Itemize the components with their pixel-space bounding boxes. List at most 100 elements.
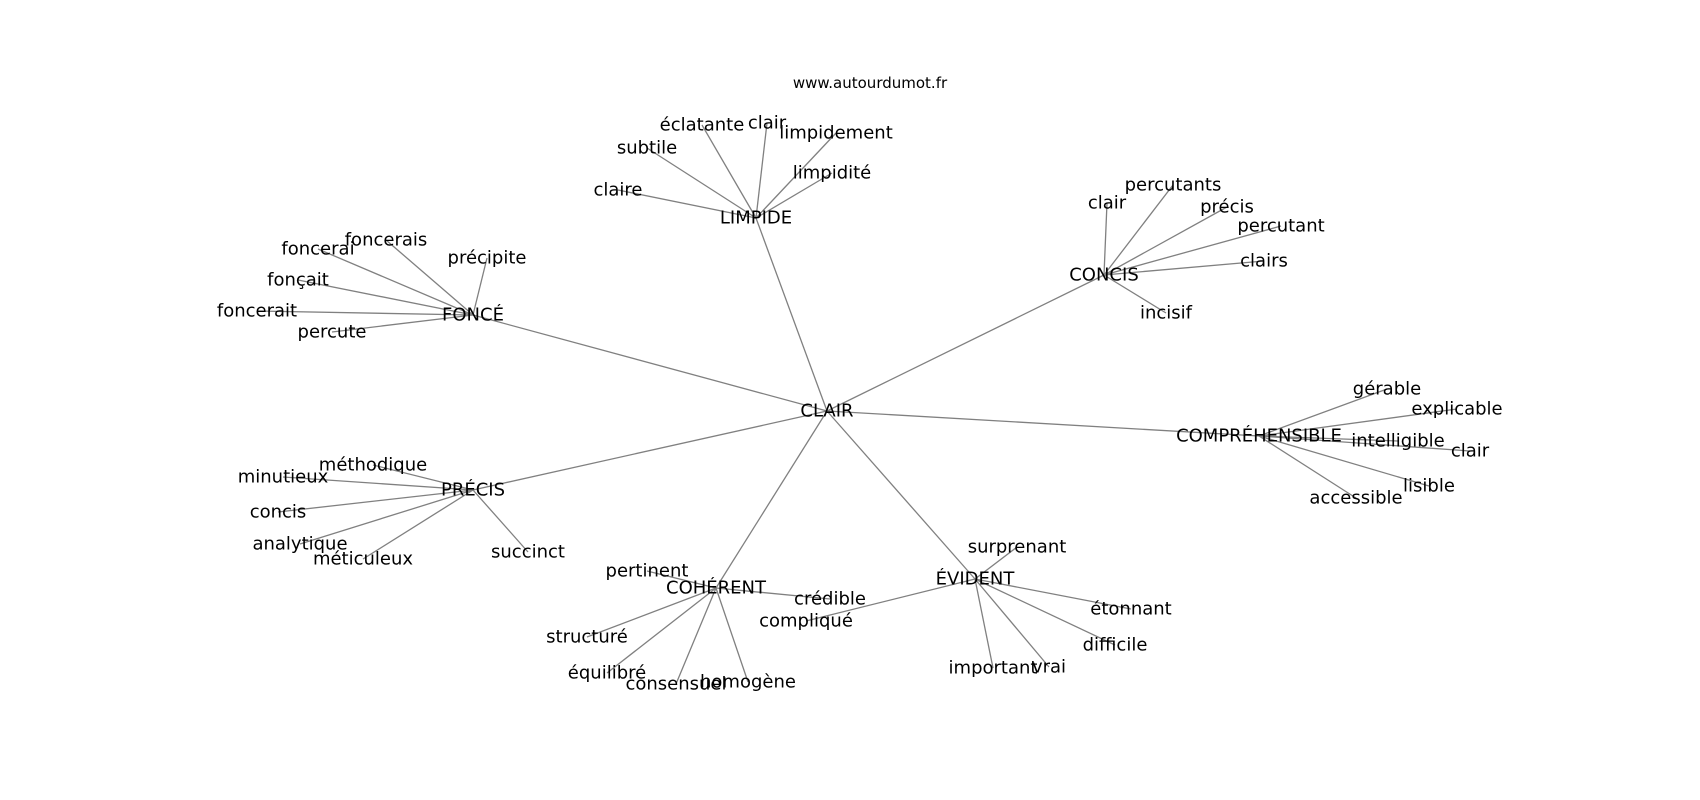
node-leaf[interactable]: éclatante — [660, 115, 745, 136]
node-leaf[interactable]: pertinent — [606, 561, 689, 582]
node-hub[interactable]: PRÉCIS — [441, 479, 505, 501]
node-leaf[interactable]: foncerait — [217, 301, 297, 322]
node-hub[interactable]: COHÉRENT — [666, 577, 767, 599]
edge-center-hub — [826, 410, 976, 580]
node-hub[interactable]: ÉVIDENT — [936, 568, 1016, 590]
edge-hub-leaf — [362, 489, 474, 560]
edge-hub-leaf — [472, 489, 529, 553]
node-leaf[interactable]: méthodique — [319, 455, 427, 476]
edges-layer — [256, 122, 1471, 685]
node-leaf[interactable]: fonçait — [267, 270, 329, 291]
node-leaf[interactable]: concis — [250, 502, 307, 523]
node-leaf[interactable]: percutants — [1125, 175, 1222, 196]
node-leaf[interactable]: subtile — [617, 138, 677, 159]
node-leaf[interactable]: percute — [298, 322, 367, 343]
node-leaf[interactable]: lisible — [1403, 476, 1455, 497]
edge-hub-leaf — [755, 122, 768, 219]
edge-center-hub — [715, 410, 828, 589]
edge-hub-leaf — [646, 570, 717, 589]
node-leaf[interactable]: méticuleux — [313, 549, 413, 570]
node-leaf[interactable]: compliqué — [759, 611, 853, 632]
edge-hub-leaf — [1103, 225, 1282, 276]
edge-hub-leaf — [1103, 274, 1167, 314]
node-leaf[interactable]: clair — [1451, 441, 1490, 462]
node-leaf[interactable]: explicable — [1411, 399, 1502, 420]
edge-hub-leaf — [472, 257, 488, 316]
edge-hub-leaf — [974, 578, 1116, 646]
node-leaf[interactable]: accessible — [1309, 488, 1402, 509]
edge-hub-leaf — [256, 310, 474, 316]
node-leaf[interactable]: crédible — [794, 589, 866, 610]
node-leaf[interactable]: précis — [1200, 197, 1254, 218]
node-leaf[interactable]: clairs — [1240, 251, 1288, 272]
node-leaf[interactable]: structuré — [546, 627, 628, 648]
edge-hub-leaf — [675, 587, 717, 685]
edge-hub-leaf — [755, 172, 833, 219]
node-leaf[interactable]: consensuel — [625, 674, 726, 695]
edge-center-hub — [826, 274, 1105, 412]
edge-hub-leaf — [331, 314, 474, 333]
node-leaf[interactable]: intelligible — [1351, 431, 1444, 452]
edge-hub-leaf — [606, 587, 717, 674]
node-leaf[interactable]: gérable — [1353, 379, 1421, 400]
edge-hub-leaf — [715, 587, 831, 600]
node-leaf[interactable]: claire — [593, 180, 642, 201]
edge-hub-leaf — [974, 578, 1050, 668]
node-leaf[interactable]: étonnant — [1090, 599, 1171, 620]
node-leaf[interactable]: précipite — [448, 248, 527, 269]
node-hub[interactable]: CONCIS — [1069, 265, 1139, 286]
edge-center-hub — [472, 314, 828, 412]
node-leaf[interactable]: équilibré — [568, 663, 646, 684]
edge-hub-leaf — [297, 279, 474, 316]
edge-hub-leaf — [755, 132, 837, 219]
node-hub[interactable]: COMPRÉHENSIBLE — [1176, 425, 1342, 447]
edge-hub-leaf — [1258, 408, 1458, 437]
edge-hub-leaf — [805, 578, 976, 622]
node-leaf[interactable]: foncerai — [281, 239, 354, 260]
edge-hub-leaf — [1103, 202, 1108, 276]
edge-hub-leaf — [282, 476, 474, 491]
node-center[interactable]: CLAIR — [800, 401, 853, 422]
edge-center-hub — [472, 410, 828, 491]
edge-hub-leaf — [617, 189, 757, 219]
edge-hub-leaf — [1103, 184, 1174, 276]
edge-hub-leaf — [385, 239, 474, 316]
node-leaf[interactable]: surprenant — [968, 537, 1067, 558]
edge-hub-leaf — [974, 546, 1018, 580]
node-leaf[interactable]: succinct — [491, 542, 565, 563]
edge-hub-leaf — [299, 489, 474, 545]
edge-hub-leaf — [317, 248, 474, 316]
node-leaf[interactable]: incisif — [1140, 303, 1193, 324]
node-leaf[interactable]: clair — [748, 113, 787, 134]
edge-hub-leaf — [974, 578, 994, 669]
node-leaf[interactable]: foncerais — [345, 230, 428, 251]
edge-center-hub — [755, 217, 828, 412]
node-leaf[interactable]: homogène — [700, 672, 796, 693]
site-label: www.autourdumot.fr — [793, 74, 948, 92]
edge-hub-leaf — [715, 587, 749, 683]
node-leaf[interactable]: difficile — [1083, 635, 1148, 656]
edge-hub-leaf — [646, 147, 757, 219]
node-leaf[interactable]: analytique — [252, 534, 347, 555]
node-hub[interactable]: FONCÉ — [442, 304, 504, 326]
node-leaf[interactable]: vrai — [1032, 657, 1066, 678]
edge-hub-leaf — [1258, 435, 1399, 442]
node-hub[interactable]: LIMPIDE — [720, 208, 792, 229]
node-leaf[interactable]: clair — [1088, 193, 1127, 214]
edge-hub-leaf — [586, 587, 717, 638]
node-leaf[interactable]: important — [949, 658, 1038, 679]
node-leaf[interactable]: limpidement — [779, 123, 893, 144]
edge-center-hub — [826, 410, 1260, 437]
node-leaf[interactable]: percutant — [1237, 216, 1324, 237]
edge-hub-leaf — [1258, 435, 1471, 452]
edge-hub-leaf — [372, 464, 474, 491]
edge-hub-leaf — [1103, 206, 1228, 276]
edge-hub-leaf — [1258, 435, 1357, 499]
node-leaf[interactable]: limpidité — [793, 163, 872, 184]
edge-hub-leaf — [1103, 260, 1265, 276]
node-leaf[interactable]: minutieux — [238, 467, 329, 488]
edge-hub-leaf — [1258, 388, 1388, 437]
edge-hub-leaf — [1258, 435, 1430, 487]
